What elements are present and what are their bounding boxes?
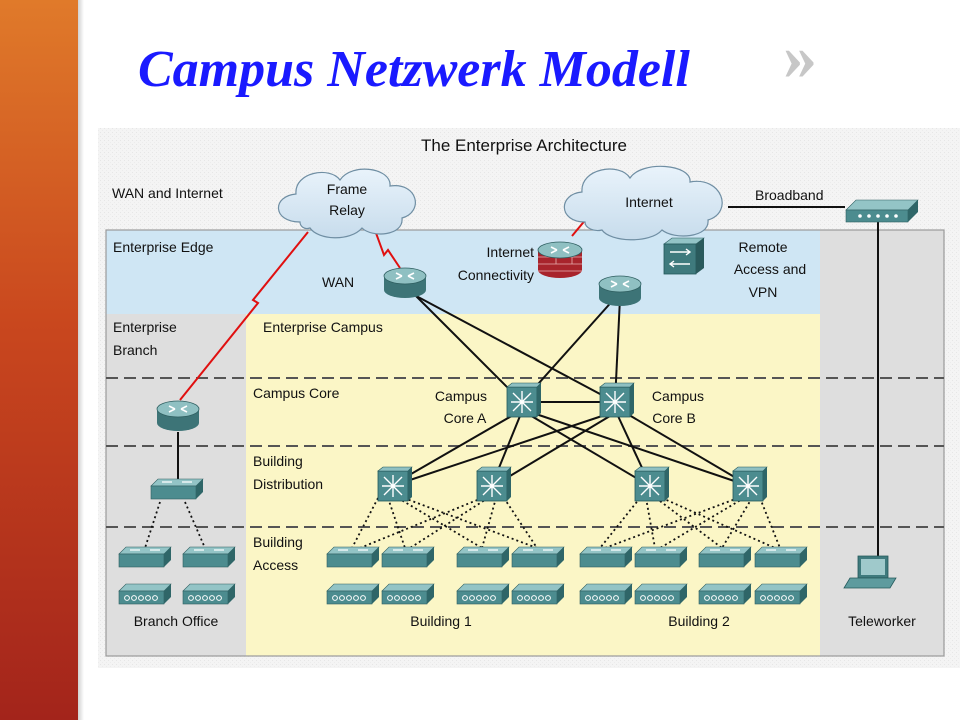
teleworker-band [820,230,944,656]
site-label-building-2: Building 2 [668,613,730,629]
node-label-internet-connectivity: Internet [487,244,535,260]
site-label-building-1: Building 1 [410,613,472,629]
site-label-teleworker: Teleworker [848,613,916,629]
site-label-branch-office: Branch Office [134,613,219,629]
diagram-title: The Enterprise Architecture [421,136,627,155]
cloud-label-frame-relay: Frame [327,181,368,197]
node-label-internet-connectivity: Connectivity [458,267,534,283]
cloud-label-internet: Internet [625,194,673,210]
zone-label-building-distribution: Building [253,453,303,469]
zone-label-building-distribution: Distribution [253,476,323,492]
hub-icon [579,583,633,605]
access-switch-icon [579,546,633,568]
node-label-core-b: Campus [652,388,704,404]
access-links [144,497,781,549]
zone-label-wan-internet: WAN and Internet [112,185,223,201]
hub-icon [381,583,435,605]
broadband-modem-icon [845,199,919,223]
distribution-switch-icon [634,466,670,502]
access-switch-icon [456,546,510,568]
node-label-broadband: Broadband [755,187,824,203]
zone-label-enterprise-branch: Enterprise [113,319,177,335]
core-b-switch-icon [599,382,635,418]
access-switch-icon [182,546,236,568]
title-chevron-mark: » [783,18,817,94]
laptop-icon [843,555,897,589]
hub-icon [182,583,236,605]
access-switch-icon [754,546,808,568]
node-label-core-b: Core B [652,410,696,426]
hub-icon [456,583,510,605]
slide-accent-bar [0,0,78,720]
slide-accent-shadow [78,0,84,720]
node-label-remote-access: VPN [749,284,778,300]
access-switch-icon [698,546,752,568]
frame-relay-cloud [277,168,416,239]
branch-distribution-switch-icon [150,478,204,500]
zone-label-enterprise-branch: Branch [113,342,157,358]
zones-border [105,229,945,657]
distribution-switch-icon [476,466,512,502]
branch-router-icon [156,400,200,432]
hub-icon [698,583,752,605]
distribution-switch-icon [377,466,413,502]
node-label-core-a: Campus [435,388,487,404]
zone-label-enterprise-campus: Enterprise Campus [263,319,383,335]
hub-icon [326,583,380,605]
slide-title: Campus Netzwerk Modell [138,41,690,98]
access-switch-icon [511,546,565,568]
zone-label-enterprise-edge: Enterprise Edge [113,239,214,255]
node-label-remote-access: Remote [738,239,787,255]
zone-label-building-access: Access [253,557,298,573]
internet-cloud [563,165,723,241]
access-switch-icon [634,546,688,568]
zone-label-building-access: Building [253,534,303,550]
wan-router-icon [383,267,427,299]
cloud-label-frame-relay: Relay [329,202,365,218]
access-switch-icon [381,546,435,568]
core-a-switch-icon [506,382,542,418]
zone-label-campus-core: Campus Core [253,385,340,401]
hub-icon [634,583,688,605]
node-label-wan: WAN [322,274,354,290]
access-switch-icon [118,546,172,568]
distribution-switch-icon [732,466,768,502]
hub-icon [118,583,172,605]
hub-icon [511,583,565,605]
firewall-router-icon [537,241,583,278]
access-switch-icon [326,546,380,568]
internet-router-icon [598,275,642,307]
node-label-remote-access: Access and [734,261,806,277]
vpn-concentrator-icon [663,237,705,275]
node-label-core-a: Core A [444,410,487,426]
hub-icon [754,583,808,605]
